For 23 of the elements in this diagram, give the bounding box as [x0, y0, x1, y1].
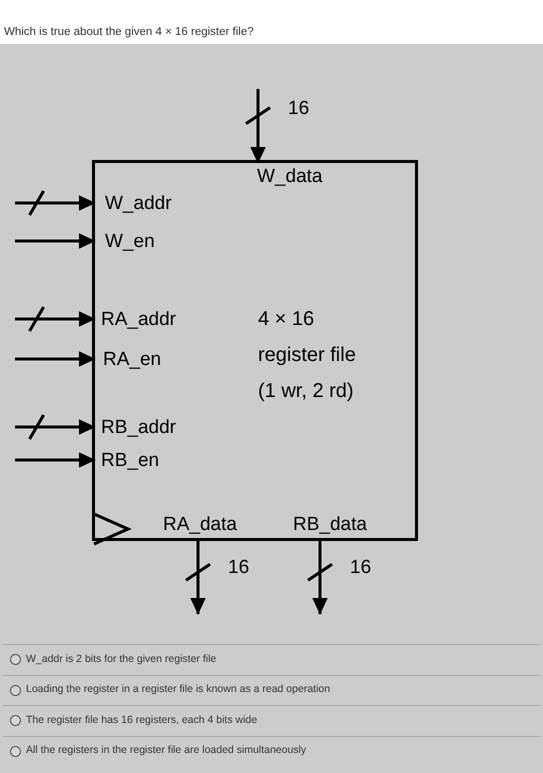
- arrow: [190, 538, 206, 615]
- answer-option: Loading the register in a register file is known as a read operation: [26, 682, 330, 698]
- port-label: RA_data: [161, 508, 253, 538]
- block-title: register file: [258, 343, 356, 368]
- block-title: 4 × 16: [258, 307, 316, 332]
- register-file-block: [92, 160, 418, 541]
- question-text: Which is true about the given 4 × 16 register file?: [4, 25, 254, 40]
- edge-label: 16: [350, 558, 372, 578]
- port-label: W_en: [95, 229, 205, 253]
- port-label: W_data: [255, 163, 345, 195]
- port-label: RB_en: [95, 448, 205, 472]
- edge-label: 16: [288, 98, 310, 118]
- port-label: RB_data: [291, 508, 383, 538]
- port-label: RA_addr: [95, 307, 205, 331]
- block-title: (1 wr, 2 rd): [258, 379, 355, 404]
- port-label: RA_en: [95, 347, 205, 371]
- answer-option: The register file has 16 registers, each 4 bits wide: [26, 712, 258, 729]
- port-label: RB_addr: [95, 415, 205, 439]
- answer-option: All the registers in the register file are loaded simultaneously: [26, 743, 306, 760]
- arrow: [312, 538, 328, 615]
- edge-label: 16: [228, 558, 250, 578]
- port-label: W_addr: [95, 191, 205, 215]
- answer-option: W_addr is 2 bits for the given register file: [26, 652, 216, 668]
